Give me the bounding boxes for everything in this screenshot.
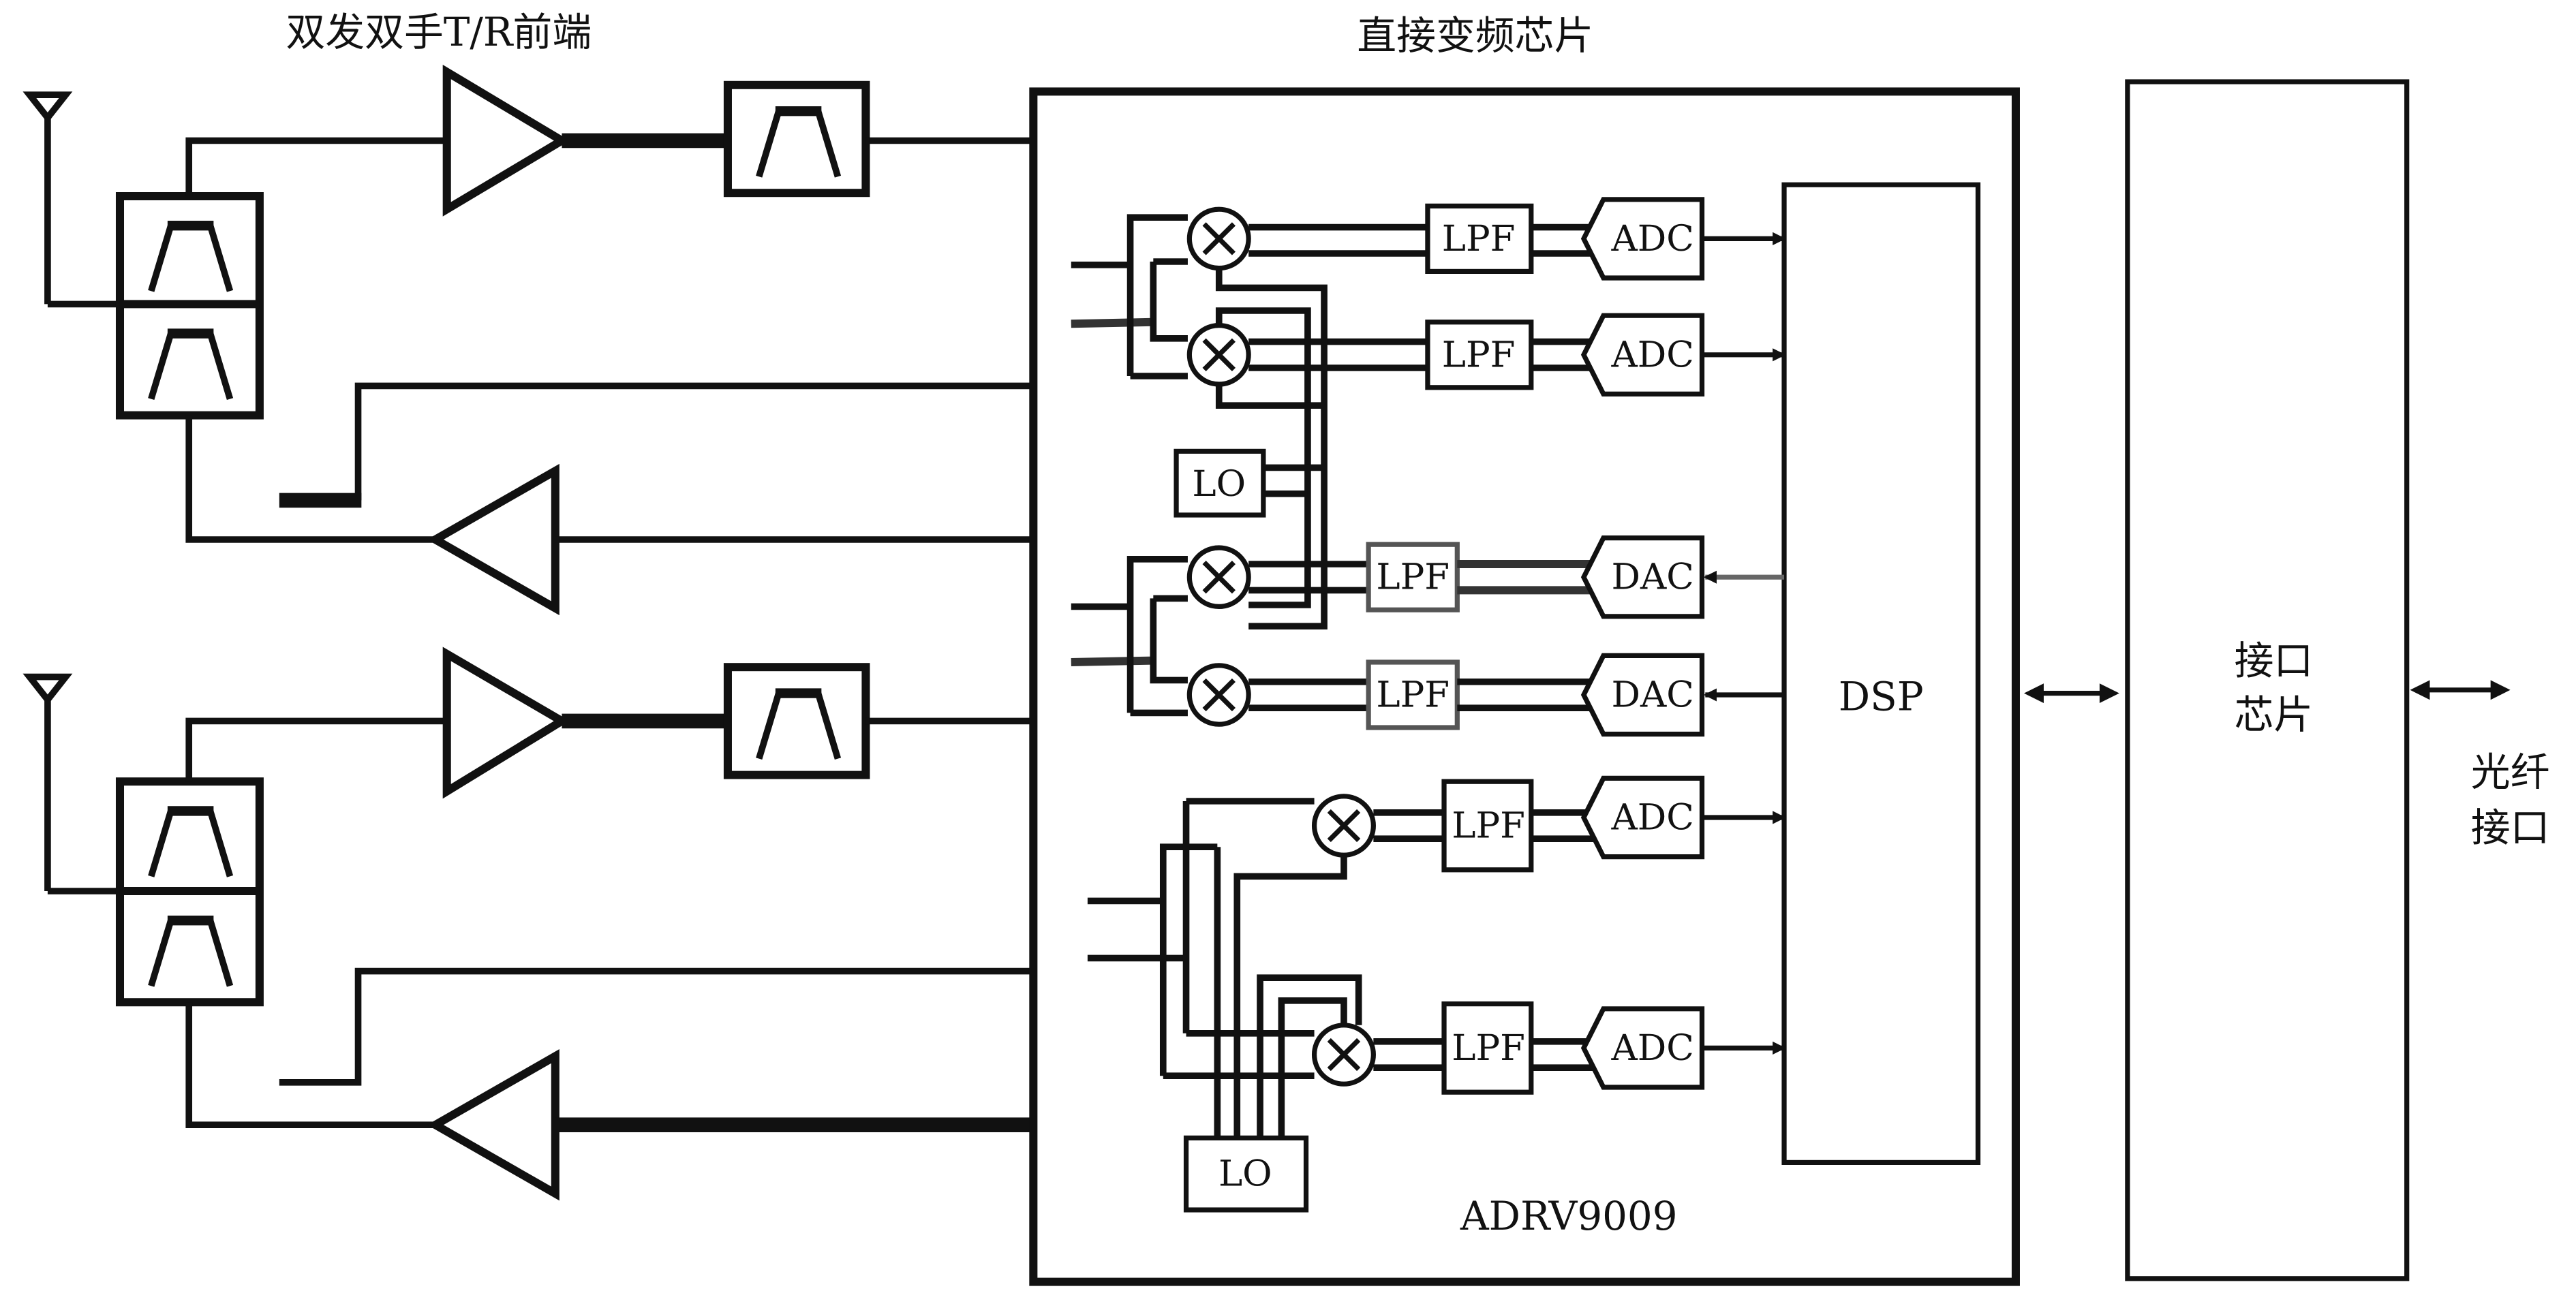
bandpass-filter-2 (723, 663, 870, 779)
adc-block: ADC (1580, 197, 1705, 281)
bandpass-filter-1 (723, 80, 870, 198)
antenna-icon (22, 91, 73, 123)
dac-block: DAC (1580, 535, 1705, 619)
dac-label: DAC (1611, 674, 1693, 716)
lpf-label: LPF (1442, 334, 1516, 375)
duplexer-1 (115, 192, 264, 420)
lpf-label: LPF (1442, 218, 1516, 260)
interface-chip-label-line2: 芯片 (2235, 691, 2314, 738)
duplexer-2 (115, 777, 264, 1007)
lo-block-1: LO (1174, 448, 1266, 518)
lpf-label: LPF (1452, 1027, 1525, 1069)
interface-chip-label-line1: 接口 (2235, 638, 2314, 684)
adc-label: ADC (1610, 1027, 1693, 1069)
mixer-icon (1311, 1023, 1376, 1087)
lpf-block: LPF (1425, 320, 1534, 390)
adc-label: ADC (1610, 334, 1693, 375)
fiber-interface-line2: 接口 (2471, 804, 2550, 850)
rx-section-2: LO LPF LPF ADC ADC (1087, 775, 1786, 1213)
lna-icon (427, 1049, 559, 1201)
antenna-icon (22, 673, 73, 705)
interface-chip: 接口 芯片 (2125, 79, 2410, 1281)
adc-block: ADC (1580, 313, 1705, 396)
fiber-interface-line1: 光纤 (2471, 749, 2550, 795)
power-amplifier-icon (442, 647, 570, 799)
lpf-block: LPF (1425, 203, 1534, 274)
lpf-label: LPF (1376, 557, 1450, 598)
lo-label: LO (1218, 1153, 1272, 1195)
adc-label: ADC (1610, 218, 1693, 260)
dsp-label: DSP (1839, 673, 1924, 719)
tx-section: LPF LPF DAC DAC (1071, 535, 1785, 737)
lo-label: LO (1192, 463, 1246, 505)
bidirectional-arrow-icon (2024, 683, 2119, 703)
power-amplifier-icon (442, 65, 570, 217)
lo-block-2: LO (1183, 1135, 1309, 1213)
lpf-block: LPF (1366, 659, 1460, 730)
fiber-interface-label: 光纤 接口 (2471, 749, 2550, 850)
dsp-block: DSP (1781, 182, 1981, 1165)
lna-icon (427, 463, 559, 616)
chip-title: 直接变频芯片 (1357, 12, 1593, 59)
rx-section-1: LPF LPF ADC ADC (1071, 197, 1786, 396)
lpf-block: LPF (1441, 1001, 1534, 1095)
lpf-label: LPF (1376, 674, 1450, 716)
frontend-title: 双发双手T/R前端 (286, 9, 592, 55)
lpf-block: LPF (1366, 542, 1460, 612)
mixer-icon (1186, 545, 1251, 609)
mixer-icon (1311, 794, 1376, 858)
chip-name-label: ADRV9009 (1460, 1193, 1678, 1239)
dac-label: DAC (1611, 557, 1693, 598)
adc-label: ADC (1610, 797, 1693, 839)
dac-block: DAC (1580, 653, 1705, 737)
adc-block: ADC (1580, 775, 1705, 860)
bidirectional-arrow-icon (2410, 680, 2511, 700)
frontend-channel-1 (22, 65, 1034, 616)
adc-block: ADC (1580, 1006, 1705, 1090)
direct-conversion-chip: ADRV9009 DSP (1029, 87, 2020, 1286)
frontend-channel-2 (22, 647, 1034, 1201)
lpf-block: LPF (1441, 779, 1534, 873)
lpf-label: LPF (1452, 805, 1525, 847)
mixer-icon (1186, 206, 1251, 271)
mixer-icon (1186, 663, 1251, 727)
mixer-icon (1186, 322, 1251, 387)
